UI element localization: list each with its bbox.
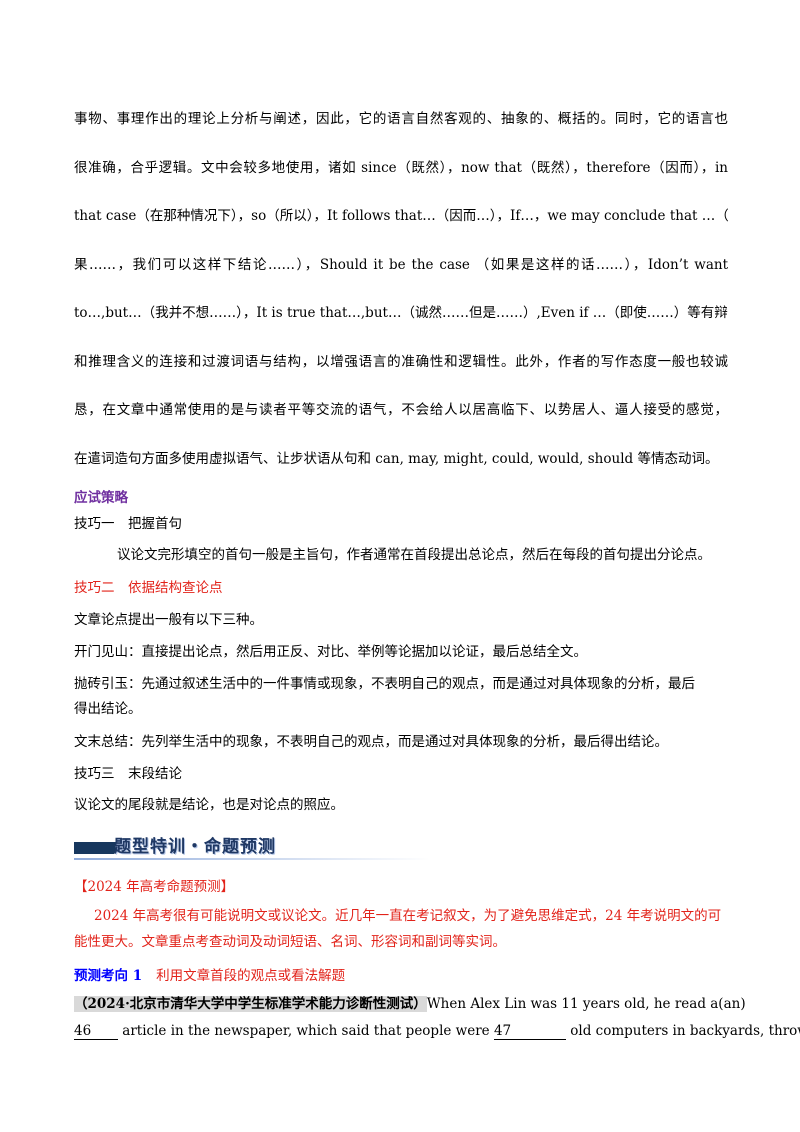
intro-line: 事物、事理作出的理论上分析与阐述，因此，它的语言自然客观的、抽象的、概括的。同时… <box>74 111 728 127</box>
exam-text: article in the newspaper, which said tha… <box>122 1023 490 1039</box>
intro-line: that case（在那种情况下），so（所以），It follows that… <box>74 208 728 224</box>
question-topic: 利用文章首段的观点或看法解题 <box>156 968 346 984</box>
prediction-block: 【2024 年高考命题预测】 2024 年高考很有可能说明文或议论文。近几年一直… <box>74 877 728 955</box>
banner-bar <box>74 842 114 854</box>
exam-source: （2024·北京市清华大学中学生标准学术能力诊断性测试） <box>74 996 427 1012</box>
intro-line: to…,but…（我并不想……），It is true that…,but…（诚… <box>74 305 728 321</box>
intro-line: 和推理含义的连接和过渡词语与结构，以增强语言的准确性和逻辑性。此外，作者的写作态… <box>74 353 728 370</box>
strategy-heading: 应试策略 <box>74 490 128 506</box>
tip2-intro: 文章论点提出一般有以下三种。 <box>74 612 263 628</box>
tip2-item-wenmo: 文末总结：先列举生活中的现象，不表明自己的观点，而是通过对具体现象的分析，最后得… <box>74 734 668 750</box>
exam-line-2: 46 article in the newspaper, which said … <box>74 1021 800 1041</box>
tip2-item-paozhuan-cont: 得出结论。 <box>74 701 142 717</box>
exam-passage: （2024·北京市清华大学中学生标准学术能力诊断性测试）When Alex Li… <box>74 994 800 1041</box>
intro-line: 恳，在文章中通常使用的是与读者平等交流的语气，不会给人以居高临下、以势居人、逼人… <box>74 402 728 418</box>
question-tag: 预测考向 1 <box>74 968 143 984</box>
tip2-item-paozhuan: 抛砖引玉：先通过叙述生活中的一件事情或现象，不表明自己的观点，而是通过对具体现象… <box>74 676 695 692</box>
tip2-item-kaimen: 开门见山：直接提出论点，然后用正反、对比、举例等论据加以论证，最后总结全文。 <box>74 644 587 660</box>
prediction-title: 【2024 年高考命题预测】 <box>74 879 235 895</box>
tip3-title: 技巧三 末段结论 <box>74 766 182 782</box>
intro-paragraph: 事物、事理作出的理论上分析与阐述，因此，它的语言自然客观的、抽象的、概括的。同时… <box>74 104 728 492</box>
tip2-title: 技巧二 依据结构查论点 <box>74 580 223 596</box>
tip1-body: 议论文完形填空的首句一般是主旨句，作者通常在首段提出总论点，然后在每段的首句提出… <box>117 547 711 563</box>
exam-text: old computers in backyards, throwing <box>570 1023 800 1039</box>
answer-blank-46[interactable]: 46 <box>74 1023 118 1040</box>
question-heading: 预测考向 1 利用文章首段的观点或看法解题 <box>74 966 345 986</box>
intro-line: 果……，我们可以这样下结论……），Should it be the case （… <box>74 256 728 273</box>
intro-line: 在遣词造句方面多使用虚拟语气、让步状语从句和 can, may, might, … <box>74 450 719 467</box>
tip1-title: 技巧一 把握首句 <box>74 516 182 532</box>
answer-blank-47[interactable]: 47 <box>493 1023 566 1040</box>
prediction-body: 2024 年高考很有可能说明文或议论文。近几年一直在考记叙文，为了避免思维定式，… <box>74 908 722 950</box>
exam-line-1: （2024·北京市清华大学中学生标准学术能力诊断性测试）When Alex Li… <box>74 994 746 1014</box>
banner-title: 题型特训・命题预测 <box>114 837 276 857</box>
tip3-body: 议论文的尾段就是结论，也是对论点的照应。 <box>74 797 344 813</box>
intro-line: 很准确，合乎逻辑。文中会较多地使用，诸如 since（既然），now that（… <box>74 159 728 176</box>
banner-arrow <box>114 842 128 854</box>
section-banner: 题型特训・命题预测 <box>74 835 430 860</box>
banner-underline <box>74 858 430 860</box>
exam-text: When Alex Lin was 11 years old, he read … <box>426 996 746 1012</box>
